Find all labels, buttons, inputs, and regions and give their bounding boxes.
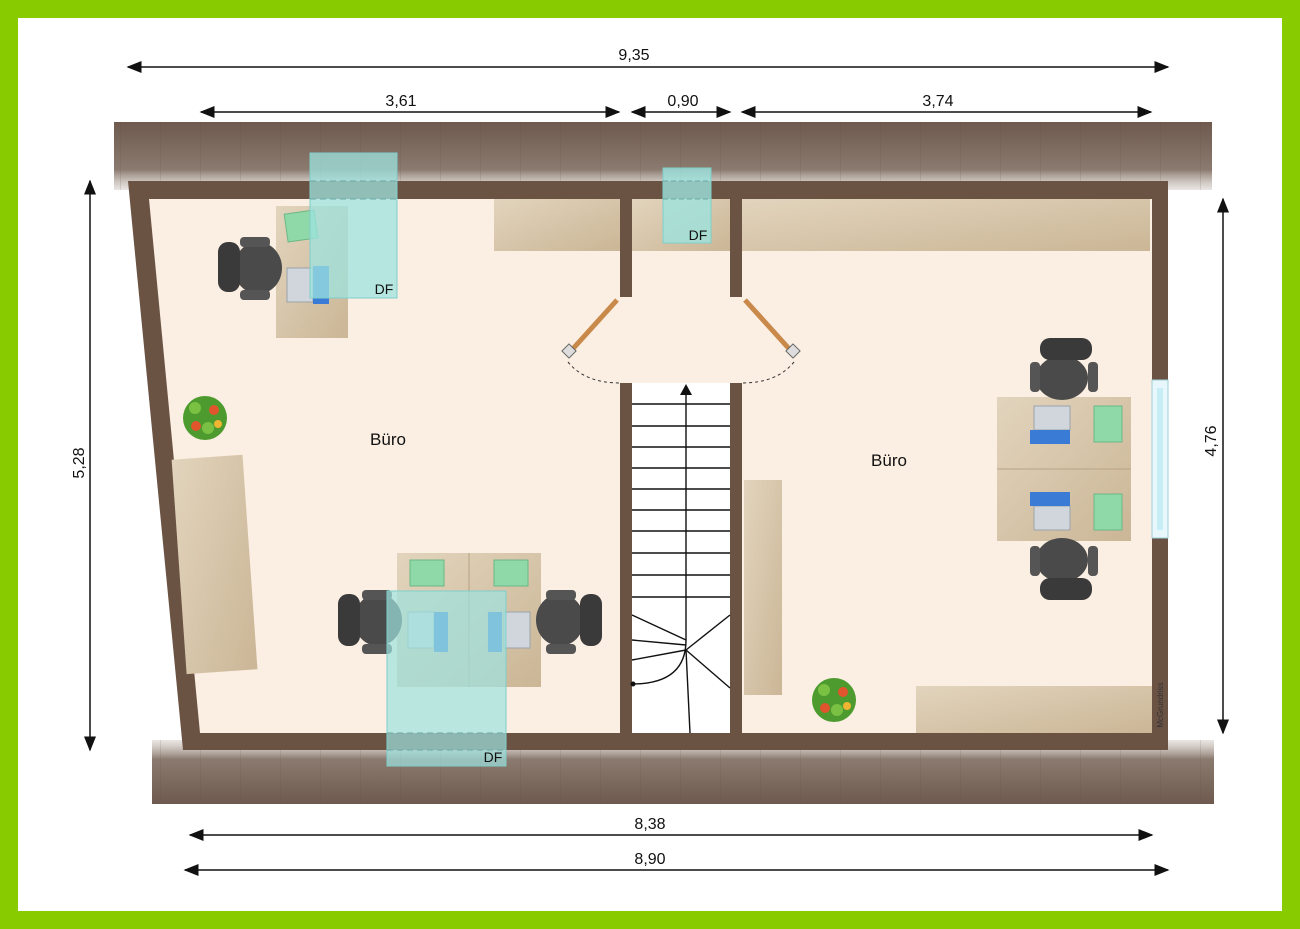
plant-left: [183, 396, 227, 440]
skylight-middle: [662, 167, 712, 244]
wall-stair-right: [730, 383, 742, 733]
office-chair-right-1[interactable]: [1030, 338, 1098, 400]
floor-plan-drawing: DF DF DF Büro Büro McGrundriss 9,35 3,61…: [71, 47, 1229, 876]
stair-start-dot: [630, 681, 636, 687]
shelf-right-bottom: [916, 686, 1152, 733]
door-right[interactable]: [741, 298, 801, 384]
door-left[interactable]: [561, 298, 621, 384]
roof-bottom-planks: [152, 740, 1214, 804]
dimension-bottom-outer: 8,90: [634, 851, 665, 868]
office-chair-top-left[interactable]: [218, 237, 282, 300]
watermark: McGrundriss: [1156, 682, 1165, 727]
office-chair-bottom-left-2[interactable]: [536, 590, 602, 654]
dimension-top-middle: 0,90: [667, 93, 698, 110]
shelf-left-wall: [171, 454, 258, 675]
dimension-right-height: 4,76: [1203, 425, 1220, 456]
staircase: [631, 392, 731, 734]
shelf-right-top: [742, 199, 1150, 251]
skylight-bottom: [386, 590, 507, 767]
room-label-left: Büro: [370, 430, 406, 449]
wall-corridor-left: [620, 199, 632, 297]
floor-landing: [620, 297, 742, 383]
shelf-left-top: [494, 199, 620, 251]
stair-direction-arrow: [680, 384, 692, 395]
skylight-label-left: DF: [375, 281, 394, 297]
wall-stair-left: [620, 383, 632, 733]
dimension-top-left: 3,61: [385, 93, 416, 110]
skylight-label-middle: DF: [689, 227, 708, 243]
dimension-top-right: 3,74: [922, 93, 953, 110]
dimension-left-height: 5,28: [71, 447, 88, 478]
stairwell: [632, 383, 730, 733]
desk-right-pair: [997, 397, 1131, 541]
skylight-left: [309, 152, 398, 299]
shelf-right-wall: [744, 480, 782, 695]
dimension-bottom-inner: 8,38: [634, 816, 665, 833]
wall-corridor-right: [730, 199, 742, 297]
plant-right: [812, 678, 856, 722]
window-right-glass: [1157, 388, 1163, 530]
dimension-top-total: 9,35: [618, 47, 649, 64]
room-label-right: Büro: [871, 451, 907, 470]
floor-plan-canvas: DF DF DF Büro Büro McGrundriss 9,35 3,61…: [18, 18, 1282, 911]
skylight-label-bottom: DF: [484, 749, 503, 765]
office-chair-right-2[interactable]: [1030, 538, 1098, 600]
